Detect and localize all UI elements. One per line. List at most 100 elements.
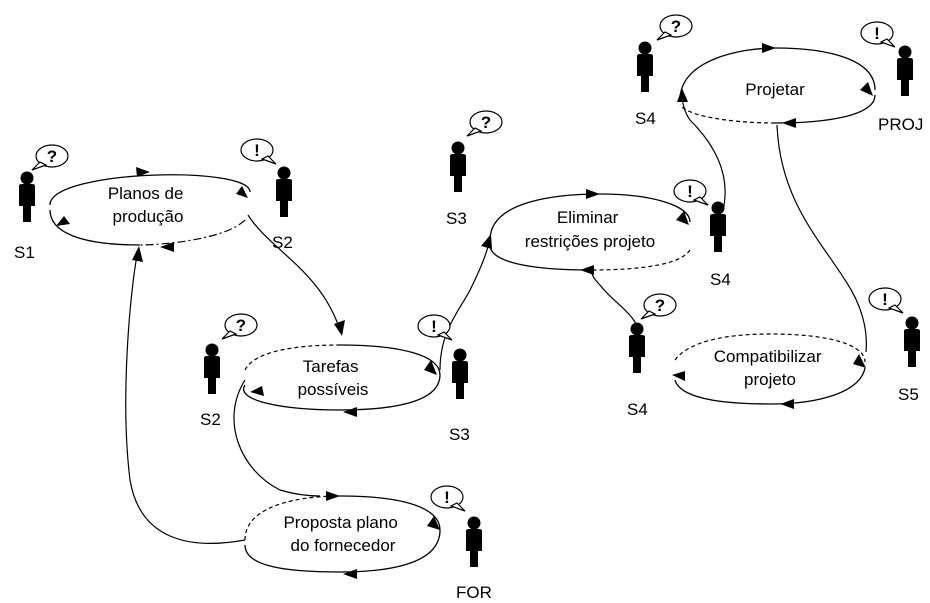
- arrowhead: [160, 242, 174, 252]
- question-mark: ?: [481, 113, 491, 132]
- arrowhead: [424, 360, 437, 375]
- loop-line: [244, 495, 441, 573]
- speech-bubble-tail: [466, 127, 483, 137]
- actor-label: S4: [635, 109, 656, 128]
- arrowhead: [580, 265, 594, 275]
- exclamation-mark: !: [254, 141, 260, 160]
- arrowhead: [782, 118, 796, 128]
- loop-line: [242, 344, 441, 411]
- speech-bubble: [224, 313, 258, 337]
- actor-s3-middle: ! S3: [417, 314, 470, 444]
- speech-bubble-tail: [640, 310, 657, 320]
- person-icon: [204, 343, 220, 394]
- actor-s2-middle: ? S2: [200, 313, 258, 429]
- loop-tarefas-possiveis: Tarefas possíveis: [242, 344, 441, 417]
- actor-label: S2: [200, 410, 221, 429]
- actor-label: PROJ: [878, 115, 923, 134]
- actor-label: FOR: [456, 583, 492, 602]
- exclamation-mark: !: [444, 488, 450, 507]
- arrowhead: [762, 43, 776, 53]
- question-mark: ?: [47, 147, 57, 166]
- loop-line: [49, 209, 141, 246]
- speech-bubble-tail: [260, 155, 277, 165]
- speech-bubble-tail: [31, 161, 48, 171]
- person-icon: [466, 516, 482, 567]
- connector-projetar-to-compatibilizar: [776, 124, 867, 353]
- loop-label: Compatibilizar projeto: [714, 347, 826, 389]
- question-mark: ?: [655, 296, 665, 315]
- person-icon: [710, 201, 726, 252]
- connector-tarefas-to-proposta: [233, 379, 321, 497]
- loop-line-dashed: [679, 104, 776, 124]
- actor-s1: ? S1: [14, 144, 69, 262]
- speech-bubble: [35, 144, 69, 168]
- exclamation-mark: !: [431, 317, 437, 336]
- speech-bubble: [860, 21, 894, 45]
- loop-projetar: Projetar: [679, 43, 876, 128]
- speech-bubble-tail: [879, 38, 896, 48]
- arrowhead: [780, 399, 794, 409]
- speech-bubble: [430, 485, 464, 509]
- actor-s5: ! S5: [868, 287, 920, 404]
- actor-for: ! FOR: [430, 485, 492, 602]
- actor-label: S3: [446, 209, 467, 228]
- actor-label: S2: [272, 233, 293, 252]
- speech-bubble: [417, 314, 451, 338]
- loop-label: Proposta plano do fornecedor: [283, 513, 402, 555]
- connector-proposta-to-planos: [125, 249, 246, 544]
- speech-bubble: [240, 138, 274, 162]
- loop-line-dashed: [589, 249, 691, 271]
- speech-bubble-tail: [887, 304, 904, 314]
- actor-proj: ! PROJ: [860, 21, 923, 134]
- speech-bubble: [673, 179, 707, 203]
- person-icon: [276, 166, 292, 217]
- arrowhead: [853, 354, 866, 368]
- connector-planos-to-tarefas: [247, 214, 341, 331]
- person-icon: [629, 322, 645, 373]
- speech-bubble-tail: [221, 330, 238, 340]
- connector-eliminar-to-projetar: [681, 95, 726, 211]
- speech-bubble-tail: [449, 502, 466, 512]
- question-mark: ?: [236, 316, 246, 335]
- loop-line-dashdot: [139, 219, 246, 246]
- arrowhead: [250, 386, 264, 396]
- actor-label: S5: [898, 385, 919, 404]
- loop-line-dashed: [244, 344, 341, 371]
- loop-line-dashed: [674, 333, 866, 363]
- person-icon: [19, 171, 35, 222]
- arrowhead: [343, 407, 357, 417]
- speech-bubble-tail: [656, 31, 673, 41]
- person-icon: [452, 348, 468, 399]
- arrowhead: [236, 186, 248, 198]
- person-icon: [637, 41, 653, 92]
- arrowhead: [586, 189, 600, 199]
- speech-bubble: [469, 110, 503, 134]
- loop-line: [49, 174, 251, 206]
- loop-label: Eliminar restrições projeto: [525, 208, 655, 251]
- exclamation-mark: !: [882, 290, 888, 309]
- actor-s4-middle: ! S4: [673, 179, 731, 289]
- loop-compatibilizar-projeto: Compatibilizar projeto: [672, 333, 866, 409]
- arrowhead: [56, 216, 70, 226]
- actor-s4-top: ? S4: [635, 14, 693, 128]
- actor-s4-bottom: ? S4: [627, 293, 677, 419]
- arrowhead: [427, 516, 440, 530]
- speech-bubble: [643, 293, 677, 317]
- speech-bubble: [659, 14, 693, 38]
- person-icon: [904, 316, 920, 367]
- speech-bubble-tail: [692, 196, 709, 206]
- actor-label: S4: [710, 270, 731, 289]
- loop-label: Tarefas possíveis: [298, 357, 369, 399]
- loop-eliminar-restricoes: Eliminar restrições projeto: [489, 189, 691, 275]
- actor-label: S3: [449, 425, 470, 444]
- person-icon: [450, 141, 466, 192]
- arrowhead: [672, 371, 685, 381]
- connector-compatibilizar-to-eliminar: [591, 269, 641, 341]
- actor-s3-top: ? S3: [446, 110, 503, 228]
- loop-planos-de-producao: Planos de produção: [49, 167, 251, 252]
- loop-label: Planos de produção: [108, 184, 188, 226]
- exclamation-mark: !: [687, 182, 693, 201]
- arrowhead: [132, 246, 143, 262]
